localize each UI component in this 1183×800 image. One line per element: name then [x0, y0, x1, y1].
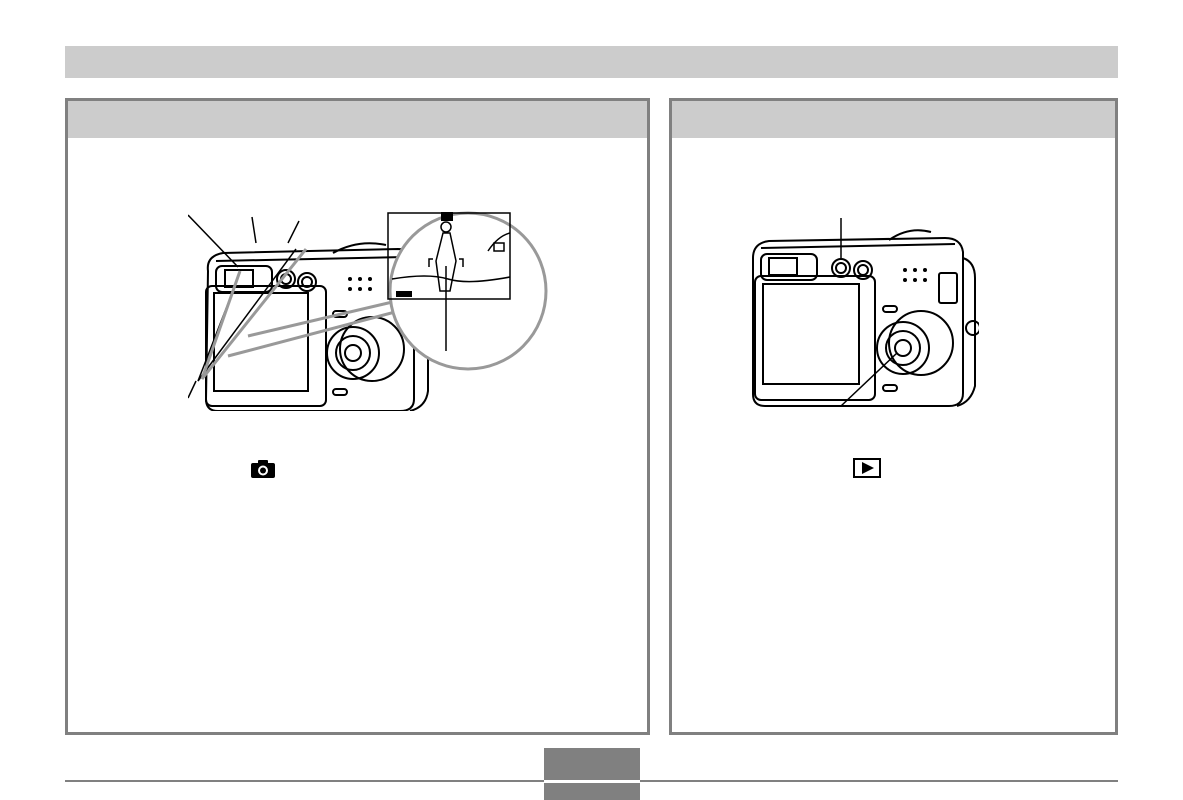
record-mode-panel — [65, 98, 650, 735]
record-panel-header — [68, 101, 647, 138]
camera-icon — [251, 460, 275, 478]
page-number-tab — [544, 748, 640, 800]
top-title-banner — [65, 46, 1118, 78]
playback-mode-panel — [669, 98, 1118, 735]
playback-icon — [853, 458, 881, 478]
camera-back-illustration-record — [188, 211, 548, 411]
camera-back-illustration-playback — [752, 218, 979, 407]
playback-panel-header — [672, 101, 1115, 138]
footer-tab-divider — [544, 780, 640, 783]
